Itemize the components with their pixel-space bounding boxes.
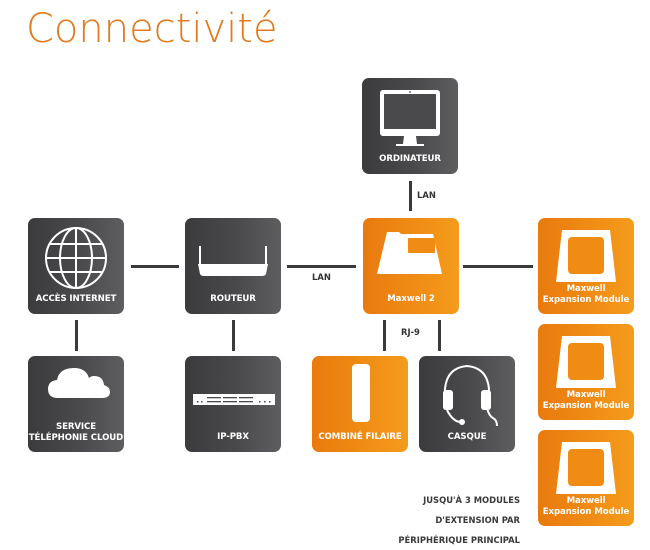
deskphone-icon — [377, 232, 442, 274]
node-casque: CASQUE — [419, 356, 515, 452]
line-routeur-pbx — [232, 320, 235, 351]
expansion-module-icon — [556, 336, 616, 388]
expansion-module-icon — [556, 442, 616, 494]
label-line-2: TÉLÉPHONIE CLOUD — [28, 433, 124, 443]
node-routeur: ROUTEUR — [185, 218, 281, 314]
label-line-2: Expansion Module — [542, 507, 630, 517]
line-ordinateur-maxwell — [409, 181, 412, 211]
label-line-1: Maxwell — [566, 496, 606, 506]
node-label: Maxwell 2 — [387, 294, 435, 304]
page-title: Connectivité — [26, 6, 278, 52]
node-ordinateur: ORDINATEUR — [362, 78, 458, 174]
headset-icon — [443, 364, 498, 427]
note-line-1: JUSQU'À 3 MODULES — [423, 495, 520, 505]
node-ip-pbx: IP-PBX — [185, 356, 281, 452]
label-lan-top: LAN — [417, 190, 436, 200]
switch-rack-icon — [193, 394, 275, 405]
label-line-1: Maxwell — [566, 284, 606, 294]
label-line-1: SERVICE — [55, 422, 96, 432]
node-combine-filaire: COMBINÉ FILAIRE — [312, 356, 408, 452]
note-line-2: D'EXTENSION PAR — [435, 515, 520, 525]
expansion-module-icon — [556, 230, 616, 282]
cloud-icon — [48, 368, 110, 398]
node-label: ACCÈS INTERNET — [35, 294, 117, 304]
label-line-1: Maxwell — [566, 390, 606, 400]
expansion-note: JUSQU'À 3 MODULES D'EXTENSION PAR PÉRIPH… — [320, 490, 520, 550]
label-line-2: Expansion Module — [542, 295, 630, 305]
node-label: COMBINÉ FILAIRE — [318, 432, 402, 442]
router-icon — [198, 246, 268, 276]
node-label: CASQUE — [447, 432, 487, 442]
monitor-icon — [380, 90, 440, 146]
node-label: ROUTEUR — [210, 294, 256, 304]
note-line-3: PÉRIPHÉRIQUE PRINCIPAL — [398, 535, 520, 545]
node-label: ORDINATEUR — [379, 154, 441, 164]
line-internet-routeur — [131, 265, 179, 268]
globe-icon — [45, 227, 107, 289]
line-internet-cloud — [75, 320, 78, 351]
line-maxwell-expansion — [463, 265, 533, 268]
label-lan-left: LAN — [312, 272, 331, 282]
handset-icon — [352, 364, 370, 422]
node-maxwell-2: Maxwell 2 — [363, 218, 459, 314]
line-maxwell-combine — [383, 320, 386, 351]
node-acces-internet: ACCÈS INTERNET — [28, 218, 124, 314]
line-maxwell-casque — [438, 320, 441, 351]
line-routeur-maxwell — [287, 265, 356, 268]
node-label: IP-PBX — [217, 432, 249, 442]
label-rj9: RJ-9 — [401, 327, 420, 337]
label-line-2: Expansion Module — [542, 401, 630, 411]
